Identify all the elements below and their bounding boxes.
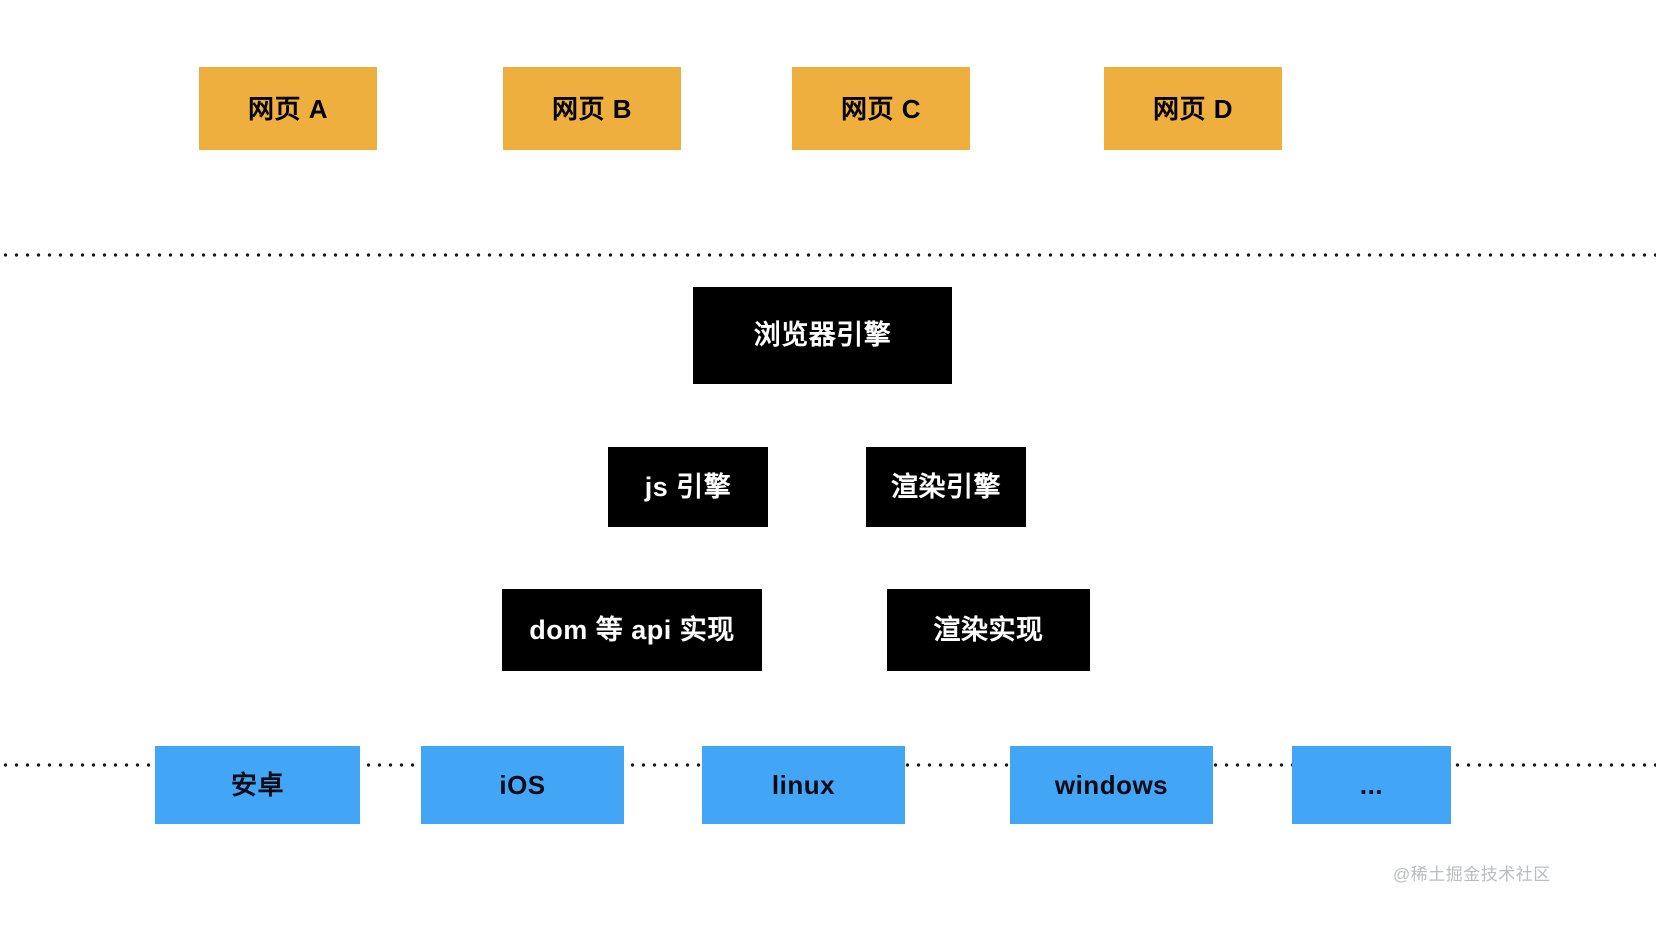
os-box-windows: windows xyxy=(1010,746,1213,824)
os-box-ios: iOS xyxy=(421,746,624,824)
web-page-label-a: 网页 A xyxy=(247,93,328,124)
os-box-linux: linux xyxy=(702,746,905,824)
os-label-linux: linux xyxy=(771,770,836,800)
web-page-box-c: 网页 C xyxy=(792,67,970,150)
render-engine-label: 渲染引擎 xyxy=(891,471,1001,502)
divider-top xyxy=(0,253,1656,257)
js-engine-label: js 引擎 xyxy=(644,471,732,502)
os-label-ios: iOS xyxy=(499,770,546,800)
browser-engine-box: 浏览器引擎 xyxy=(693,287,952,384)
render-impl-box: 渲染实现 xyxy=(887,589,1090,671)
os-label-windows: windows xyxy=(1054,770,1169,800)
js-engine-box: js 引擎 xyxy=(608,447,768,527)
watermark: @稀土掘金技术社区 xyxy=(1393,865,1551,884)
render-impl-label: 渲染实现 xyxy=(933,614,1044,645)
web-page-box-b: 网页 B xyxy=(503,67,681,150)
web-page-box-d: 网页 D xyxy=(1104,67,1282,150)
browser-engine-label: 浏览器引擎 xyxy=(753,320,892,350)
web-page-box-a: 网页 A xyxy=(199,67,377,150)
web-page-label-d: 网页 D xyxy=(1152,93,1233,124)
web-page-label-b: 网页 B xyxy=(551,93,632,124)
dom-api-impl-box: dom 等 api 实现 xyxy=(502,589,762,671)
os-label-android: 安卓 xyxy=(230,770,284,800)
os-label-more: ... xyxy=(1359,770,1384,800)
os-box-android: 安卓 xyxy=(155,746,360,824)
web-page-label-c: 网页 C xyxy=(840,93,921,124)
dom-api-impl-label: dom 等 api 实现 xyxy=(529,614,735,645)
os-box-more: ... xyxy=(1292,746,1451,824)
render-engine-box: 渲染引擎 xyxy=(866,447,1026,527)
